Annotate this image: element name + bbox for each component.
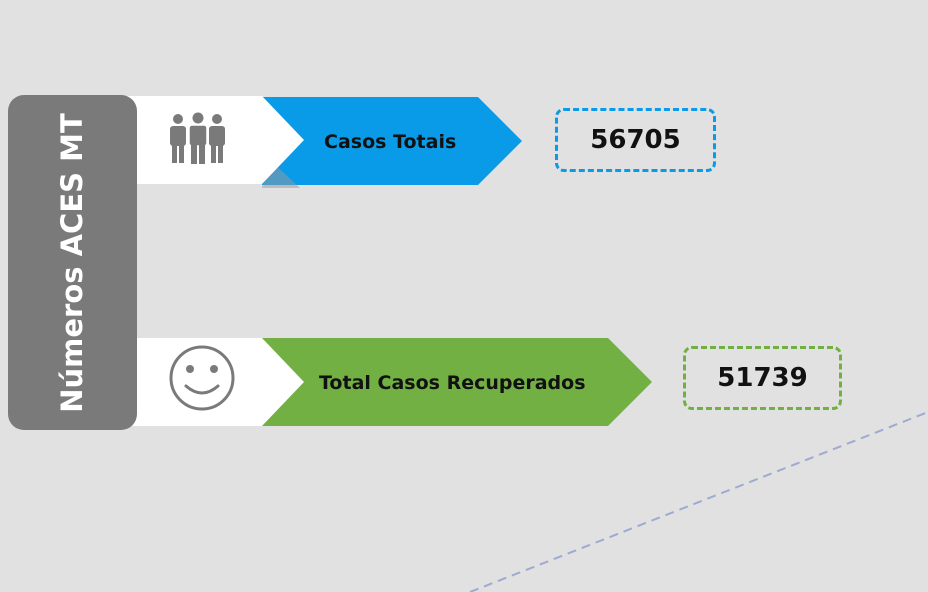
recuperados-icon-panel xyxy=(127,338,304,426)
recuperados-arrow xyxy=(262,338,652,426)
people-icon xyxy=(170,112,225,164)
casos-totais-value: 56705 xyxy=(555,108,716,172)
title-panel xyxy=(8,95,137,430)
casos-totais-arrow xyxy=(262,97,522,185)
smiley-icon xyxy=(169,345,235,411)
page-title: Números ACES MT xyxy=(55,113,89,413)
casos-totais-label: Casos Totais xyxy=(324,131,457,153)
recuperados-value: 51739 xyxy=(683,346,842,410)
recuperados-label: Total Casos Recuperados xyxy=(319,372,586,394)
diagonal-dashed-line xyxy=(469,411,928,592)
